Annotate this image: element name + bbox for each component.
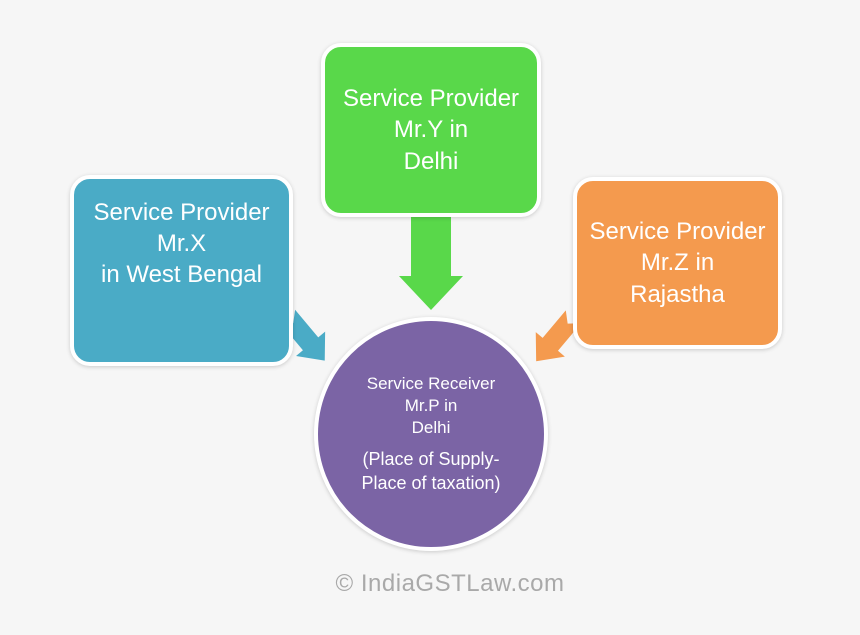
receiver-line1: Service Receiver xyxy=(366,373,496,393)
provider-mrz-line1: Service Provider xyxy=(589,218,766,246)
provider-mrz-line3: Rajastha xyxy=(630,280,725,308)
provider-mrz-line2: Mr.Z in xyxy=(640,249,715,277)
provider-mrx-line2: Mr.X xyxy=(156,230,207,258)
provider-box-mrx: Service Provider Mr.X in West Bengal xyxy=(70,175,293,366)
arrow-mry-to-receiver-icon xyxy=(399,213,463,310)
provider-mrx-line1: Service Provider xyxy=(93,199,270,226)
provider-mry-line1: Service Provider xyxy=(342,85,520,113)
provider-mry-line2: Mr.Y in xyxy=(393,116,469,144)
arrow-mrz-to-receiver-icon xyxy=(535,310,582,362)
watermark: © IndiaGSTLaw.com xyxy=(335,570,565,597)
provider-mry-line3: Delhi xyxy=(403,147,459,175)
receiver-line2: Mr.P in xyxy=(404,396,458,416)
arrow-mrx-to-receiver-icon xyxy=(279,309,326,361)
receiver-note-text: (Place of Supply- Place of taxation) xyxy=(361,448,500,495)
provider-mrx-line3: in West Bengal xyxy=(101,261,262,289)
provider-box-mrz: Service Provider Mr.Z in Rajastha xyxy=(573,177,782,349)
receiver-main-text: Service Receiver Mr.P in Delhi xyxy=(367,373,496,439)
receiver-note2: Place of taxation) xyxy=(361,472,501,493)
receiver-note1: (Place of Supply- xyxy=(362,449,500,470)
provider-box-mry: Service Provider Mr.Y in Delhi xyxy=(321,43,541,217)
receiver-line3: Delhi xyxy=(411,418,451,438)
receiver-circle: Service Receiver Mr.P in Delhi (Place of… xyxy=(314,317,548,551)
